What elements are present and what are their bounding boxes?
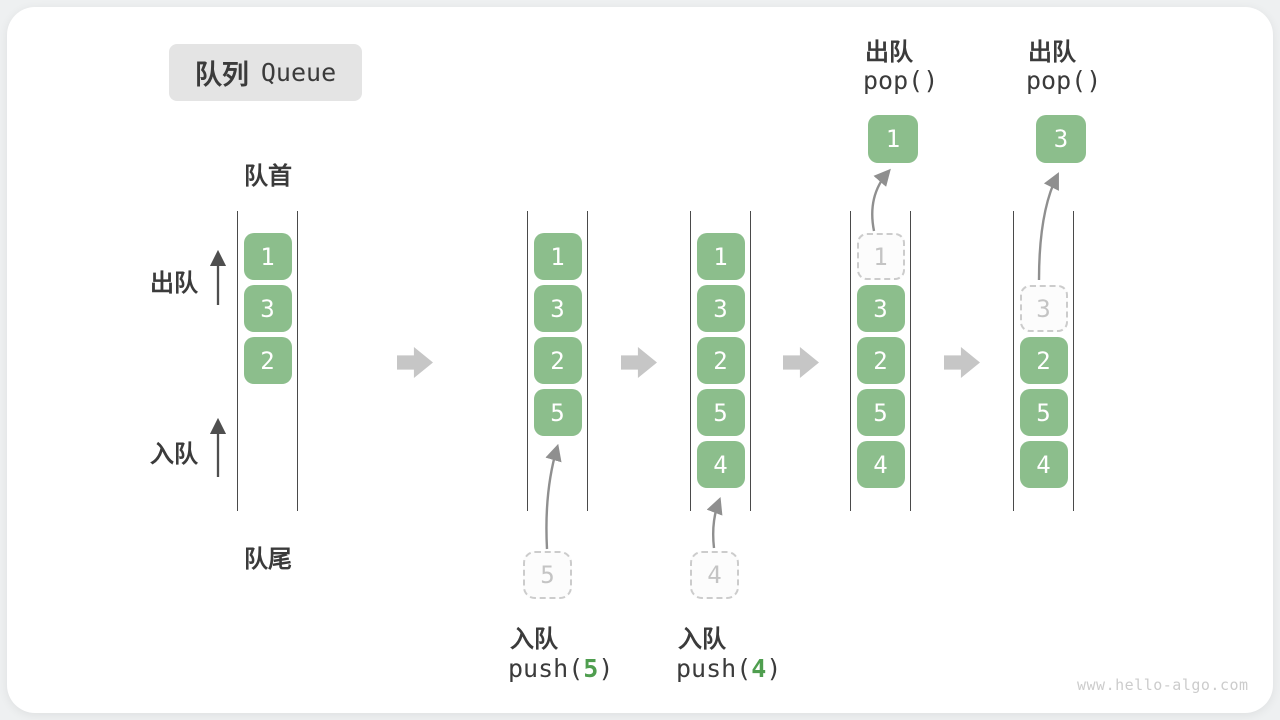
push5-pre: push( — [508, 654, 584, 683]
title-badge: 队列 Queue — [169, 44, 362, 101]
queue-state-4: 1 3 2 5 4 — [850, 211, 911, 511]
push4-pre: push( — [676, 654, 752, 683]
staged-value-5: 5 — [523, 551, 572, 599]
queue-cell: 3 — [533, 285, 582, 332]
label-enqueue-op-2: 入队 — [678, 625, 726, 653]
title-en: Queue — [260, 58, 337, 87]
push4-post: ) — [766, 654, 782, 683]
label-dequeue-op-2: 出队 — [1028, 38, 1076, 66]
queue-cell: 2 — [696, 337, 745, 384]
label-dequeue-side: 出队 — [150, 269, 198, 297]
queue-cell: 5 — [696, 389, 745, 436]
queue-cell-ghost: 3 — [1019, 285, 1068, 332]
queue-cell-ghost: 1 — [856, 233, 905, 280]
push5-arg: 5 — [583, 654, 599, 683]
label-enqueue-side: 入队 — [150, 440, 198, 468]
queue-cell: 4 — [856, 441, 905, 488]
queue-cell: 1 — [533, 233, 582, 280]
watermark: www.hello-algo.com — [1077, 676, 1249, 694]
label-pop-code-1: pop() — [863, 66, 939, 95]
label-queue-front: 队首 — [244, 162, 292, 190]
queue-cell: 5 — [533, 389, 582, 436]
queue-cell: 3 — [696, 285, 745, 332]
queue-state-1: 1 3 2 — [237, 211, 298, 511]
queue-cell: 2 — [856, 337, 905, 384]
label-push5-code: push(5) — [508, 654, 613, 683]
queue-state-3: 1 3 2 5 4 — [690, 211, 751, 511]
queue-cell: 4 — [696, 441, 745, 488]
staged-value-4: 4 — [690, 551, 739, 599]
queue-state-2: 1 3 2 5 — [527, 211, 588, 511]
queue-cell: 2 — [243, 337, 292, 384]
push4-arg: 4 — [751, 654, 767, 683]
label-pop-code-2: pop() — [1026, 66, 1102, 95]
queue-cell: 1 — [243, 233, 292, 280]
queue-state-5: 3 2 5 4 — [1013, 211, 1074, 511]
queue-cell: 3 — [243, 285, 292, 332]
queue-cell: 5 — [856, 389, 905, 436]
label-push4-code: push(4) — [676, 654, 781, 683]
queue-cell: 3 — [856, 285, 905, 332]
push5-post: ) — [598, 654, 614, 683]
queue-cell: 2 — [533, 337, 582, 384]
label-dequeue-op-1: 出队 — [865, 38, 913, 66]
queue-cell: 1 — [696, 233, 745, 280]
queue-cell: 5 — [1019, 389, 1068, 436]
popped-value-1: 1 — [868, 115, 918, 163]
queue-cell: 4 — [1019, 441, 1068, 488]
label-enqueue-op-1: 入队 — [510, 625, 558, 653]
queue-cell: 2 — [1019, 337, 1068, 384]
popped-value-2: 3 — [1036, 115, 1086, 163]
label-queue-rear: 队尾 — [244, 545, 292, 573]
title-zh: 队列 — [194, 60, 249, 91]
